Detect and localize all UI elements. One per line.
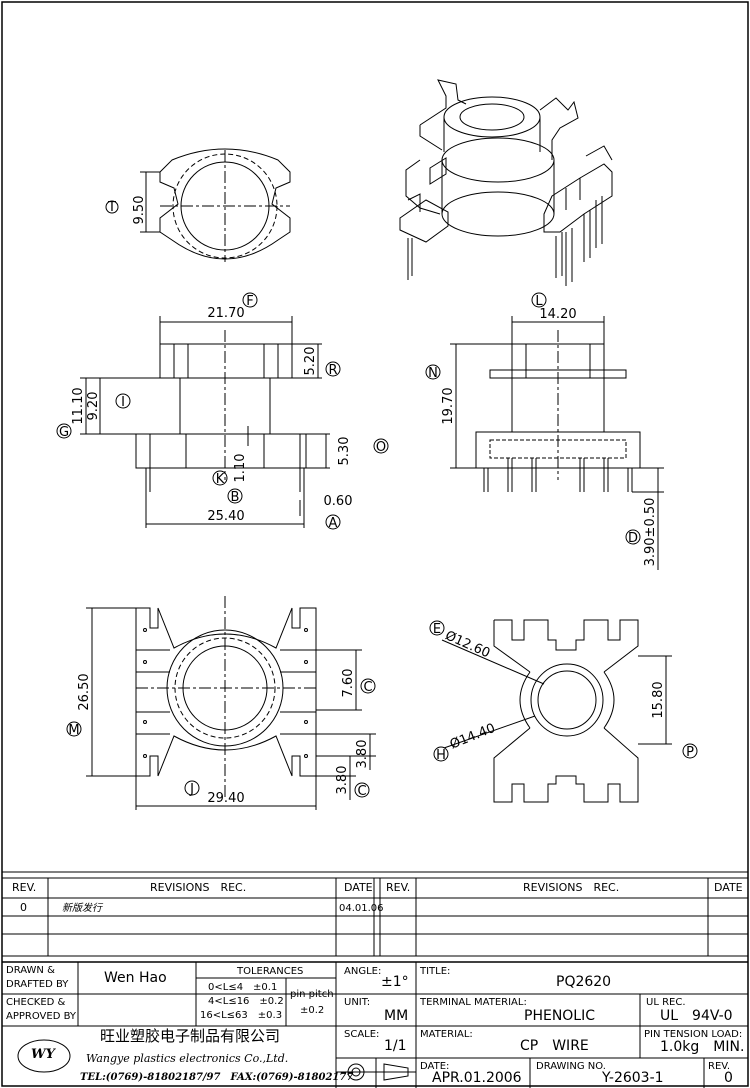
date-col-header-2: DATE <box>714 881 743 894</box>
label-r: R <box>328 363 337 378</box>
label-l: L <box>535 294 543 309</box>
front-view <box>56 292 389 530</box>
dim-e: Ø12.60 <box>443 628 492 661</box>
label-c2: C <box>357 784 366 799</box>
dim-bottom-width: 29.40 <box>207 791 244 806</box>
tolerances-label: TOLERANCES <box>237 966 304 977</box>
dim-c3: 3.80 <box>335 766 350 795</box>
unit-value: MM <box>384 1008 409 1024</box>
label-circle-t <box>105 200 119 214</box>
hole-view <box>429 619 698 803</box>
company-contact: TEL:(0769)-81802187/97 FAX:(0769)-818021… <box>80 1072 354 1083</box>
records-col-header: REVISIONS REC. <box>150 881 247 894</box>
pin-tension-value: 1.0kg MIN. <box>660 1039 745 1055</box>
dim-bottom-height: 26.50 <box>77 673 92 710</box>
logo-text: WY <box>31 1047 55 1062</box>
title-value: PQ2620 <box>556 974 612 990</box>
approved-label: APPROVED BY <box>6 1011 77 1022</box>
label-h: H <box>436 748 446 763</box>
angle-label: ANGLE: <box>344 966 382 977</box>
material-value: CP WIRE <box>520 1038 589 1054</box>
label-e: E <box>433 622 441 637</box>
rev-row-0-rev: 0 <box>20 901 27 914</box>
dim-g: 11.10 <box>71 387 86 424</box>
tolerance-3: 16<L≤63 ±0.3 <box>200 1010 283 1021</box>
label-g: G <box>59 425 69 440</box>
scale-value: 1/1 <box>384 1038 407 1054</box>
drafted-label: DRAFTED BY <box>6 979 69 990</box>
pin-tension-label: PIN TENSION LOAD: <box>644 1029 743 1040</box>
date-col-header: DATE <box>344 881 373 894</box>
dim-t: 9.50 <box>132 196 147 225</box>
dim-pin-length: 3.90±0.50 <box>643 498 658 567</box>
side-view <box>425 292 664 570</box>
drawing-no-label: DRAWING NO. <box>536 1061 606 1072</box>
tolerance-1: 0<L≤4 ±0.1 <box>208 982 278 993</box>
dim-o: 5.30 <box>337 437 352 466</box>
drawn-by: Wen Hao <box>104 970 167 986</box>
rev-row-0-date: 04.01.06 <box>339 903 384 914</box>
ul-rec-value: UL 94V-0 <box>660 1008 733 1024</box>
top-view <box>105 148 291 262</box>
angle-value: ±1° <box>381 974 409 990</box>
dim-a: 0.60 <box>324 494 353 509</box>
label-p: P <box>686 745 694 760</box>
label-m: M <box>68 723 79 738</box>
revision-table <box>2 871 748 963</box>
company-name-cn: 旺业塑胶电子制品有限公司 <box>100 1027 281 1045</box>
label-d: D <box>628 531 638 546</box>
dim-front-width: 21.70 <box>207 306 244 321</box>
pin-pitch-label: pin pitch <box>290 989 334 1000</box>
pin-pitch-tolerance: ±0.2 <box>300 1005 325 1016</box>
dim-pitch: 25.40 <box>207 509 244 524</box>
label-i: I <box>121 395 125 410</box>
dim-k: 1.10 <box>233 454 248 483</box>
label-b: B <box>231 490 240 505</box>
records-col-header-2: REVISIONS REC. <box>523 881 620 894</box>
material-label: MATERIAL: <box>420 1029 473 1040</box>
label-a: A <box>329 516 338 531</box>
title-label: TITLE: <box>420 966 451 977</box>
unit-label: UNIT: <box>344 997 371 1008</box>
rev-label: REV. <box>708 1061 730 1072</box>
date-label: DATE: <box>420 1061 450 1072</box>
dim-r: 5.20 <box>303 347 318 376</box>
rev-row-0-rec: 新版发行 <box>62 903 102 914</box>
ul-rec-label: UL REC. <box>646 997 686 1008</box>
rev-col-header-2: REV. <box>386 881 411 894</box>
dim-c2: 3.80 <box>355 740 370 769</box>
label-n: N <box>428 366 438 381</box>
isometric-view <box>399 79 613 286</box>
rev-value: 0 <box>724 1070 733 1086</box>
terminal-material-label: TERMINAL MATERIAL: <box>420 997 527 1008</box>
date-value: APR.01.2006 <box>432 1070 522 1086</box>
label-k: K <box>216 472 225 487</box>
label-o: O <box>376 440 386 455</box>
rev-col-header: REV. <box>12 881 37 894</box>
dim-i: 9.20 <box>86 392 101 421</box>
company-logo <box>17 1039 71 1073</box>
tolerance-2: 4<L≤16 ±0.2 <box>208 996 284 1007</box>
drawn-label: DRAWN & <box>6 965 55 976</box>
dim-side-height: 19.70 <box>441 387 456 424</box>
terminal-material-value: PHENOLIC <box>524 1008 596 1024</box>
label-c: C <box>363 680 372 695</box>
label-j: J <box>189 782 194 797</box>
dim-h: Ø14.40 <box>448 721 498 753</box>
company-name-en: Wangye plastics electronics Co.,Ltd. <box>86 1052 289 1065</box>
checked-label: CHECKED & <box>6 997 66 1008</box>
bottom-view <box>66 596 376 810</box>
dim-side-width: 14.20 <box>539 307 576 322</box>
scale-label: SCALE: <box>344 1029 380 1040</box>
title-block <box>2 962 748 1088</box>
drawing-no-value: Y-2603-1 <box>602 1070 664 1086</box>
dim-p: 15.80 <box>651 681 666 718</box>
dim-c1: 7.60 <box>341 669 356 698</box>
label-f: F <box>246 294 253 309</box>
label-t: T <box>107 200 116 215</box>
